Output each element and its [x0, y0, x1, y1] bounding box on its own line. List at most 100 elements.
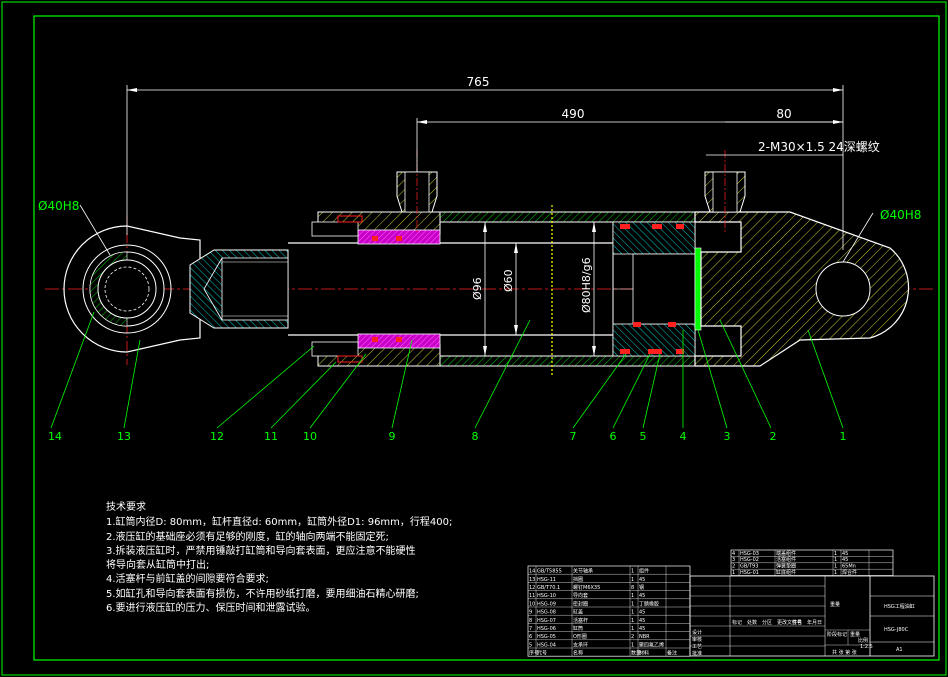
parts-cell: 4	[732, 551, 735, 557]
callout-10: 10	[303, 430, 317, 443]
dim-stroke-section: 490	[562, 107, 585, 121]
parts-cell: 1	[631, 642, 634, 648]
parts-cell: GB/T70.1	[537, 585, 560, 591]
callout-4: 4	[680, 430, 687, 443]
callout-7: 7	[570, 430, 577, 443]
parts-header-cell: 代号	[537, 650, 547, 657]
callout-numbers: 1 2 3 4 5 6 7 8 9 10 11 12 13 14	[48, 430, 847, 443]
parts-cell: 45	[639, 610, 645, 616]
parts-cell: GB/T93	[740, 564, 758, 570]
note-line: 3.拆装液压缸时，严禁用锤敲打缸筒和导向套表面，更应注意不能硬性	[106, 544, 416, 557]
note-line: 6.要进行液压缸的压力、保压时间和泄露试验。	[106, 601, 316, 614]
callout-14: 14	[48, 430, 62, 443]
parts-cell: 1	[834, 564, 837, 570]
parts-cell: HSG-03	[740, 551, 759, 557]
parts-cell: 活塞杆	[573, 617, 588, 624]
stage-label: 阶段标记	[827, 631, 847, 638]
dim-bore-fit: Ø80H8/g6	[580, 257, 593, 313]
revision-label: 年月日	[807, 619, 822, 626]
parts-cell: NBR	[639, 634, 650, 640]
parts-cell: HSG-08	[537, 610, 556, 616]
callout-1: 1	[840, 430, 847, 443]
role-label: 设计	[692, 629, 702, 636]
parts-cell: 螺钉M6X35	[573, 584, 600, 591]
revision-label: 处数	[747, 619, 757, 626]
parts-cell: 1	[631, 618, 634, 624]
parts-cell: HSG-01	[740, 570, 759, 576]
parts-cell: 导向套	[573, 592, 588, 599]
dim-cap-eye-bore: Ø40H8	[880, 208, 921, 222]
parts-cell: 聚四氟乙烯	[639, 641, 664, 648]
parts-cell: 2	[631, 634, 634, 640]
parts-cell: 8	[529, 618, 532, 624]
parts-cell: HSG-09	[537, 601, 556, 607]
parts-cell: 端盖组件	[776, 550, 796, 557]
parts-cell: HSG-10	[537, 593, 556, 599]
parts-cell: 活塞组件	[776, 556, 796, 563]
dimension-arrows	[127, 88, 843, 356]
parts-cell: 13	[529, 577, 535, 583]
parts-cell: 1	[732, 570, 735, 576]
scale-value: 1:2.5	[860, 644, 873, 650]
parts-cell: 1	[631, 569, 634, 575]
front-gland	[311, 150, 441, 367]
note-line: 2.液压缸的基础座必须有足够的刚度，缸的轴向两端不能固定死;	[106, 530, 389, 543]
parts-cell: 关节轴承	[573, 568, 593, 575]
role-label: 审核	[692, 636, 702, 643]
parts-cell: 65Mn	[842, 564, 856, 570]
parts-cell: 7	[529, 626, 532, 632]
title-block: 标记处数分区更改文件号签名年月日设计审核工艺批准阶段标记重量比例1:2.5共 张…	[689, 575, 935, 657]
callout-13: 13	[117, 430, 131, 443]
role-label: 工艺	[692, 644, 702, 650]
parts-cell: 3	[732, 557, 735, 563]
callout-9: 9	[389, 430, 396, 443]
parts-cell: 12	[529, 585, 535, 591]
parts-cell: 2	[732, 564, 735, 570]
dim-cylinder-od: Ø96	[471, 277, 484, 300]
sheet-size: A1	[896, 647, 903, 653]
parts-cell: 组件	[639, 568, 649, 575]
parts-cell: 挡圈	[573, 576, 583, 583]
parts-cell: HSG-05	[537, 634, 556, 640]
callout-2: 2	[770, 430, 777, 443]
callout-11: 11	[264, 430, 278, 443]
drawing-number: HSG-J80C	[884, 627, 909, 633]
dimension-geometry	[79, 85, 874, 356]
parts-cell: 焊合件	[842, 569, 857, 576]
parts-cell: 丁腈橡胶	[639, 600, 659, 607]
sheet-label: 共 张 第 张	[832, 649, 857, 656]
parts-cell: HSG-02	[740, 557, 759, 563]
parts-cell: 45	[842, 551, 848, 557]
dim-rod-eye-bore: Ø40H8	[38, 199, 79, 213]
piston	[612, 221, 696, 357]
parts-cell: 1	[631, 601, 634, 607]
role-label: 批准	[692, 650, 702, 657]
parts-cell: HSG-07	[537, 618, 556, 624]
parts-cell: 1	[631, 610, 634, 616]
parts-cell: 11	[529, 593, 535, 599]
callout-3: 3	[724, 430, 731, 443]
parts-cell: 9	[529, 610, 532, 616]
parts-cell: 弹簧垫圈	[776, 563, 796, 570]
parts-cell: O形圈	[573, 633, 587, 640]
revision-label: 标记	[732, 619, 742, 626]
parts-cell: 缸底组件	[776, 569, 796, 576]
callout-leaders	[50, 311, 844, 429]
callout-5: 5	[640, 430, 647, 443]
note-line: 5.如缸孔和导向套表面有损伤，不许用砂纸打磨，要用细油石精心研磨;	[106, 587, 419, 600]
parts-cell: 1	[834, 551, 837, 557]
note-line: 4.活塞杆与前缸盖的间隙要符合要求;	[106, 572, 269, 585]
revision-label: 分区	[762, 619, 772, 626]
dim-port-thread: 2-M30×1.5 24深螺纹	[758, 140, 880, 154]
parts-header-cell: 数量	[631, 650, 641, 657]
drawing-title: HSG工程油缸	[884, 603, 915, 610]
revision-label: 签名	[792, 619, 802, 626]
callout-12: 12	[210, 430, 224, 443]
parts-header-cell: 名称	[573, 650, 583, 657]
rod-eye	[63, 225, 289, 353]
parts-cell: HSG-04	[537, 642, 556, 648]
parts-cell: 45	[639, 618, 645, 624]
weight-label: 重量	[850, 631, 860, 638]
